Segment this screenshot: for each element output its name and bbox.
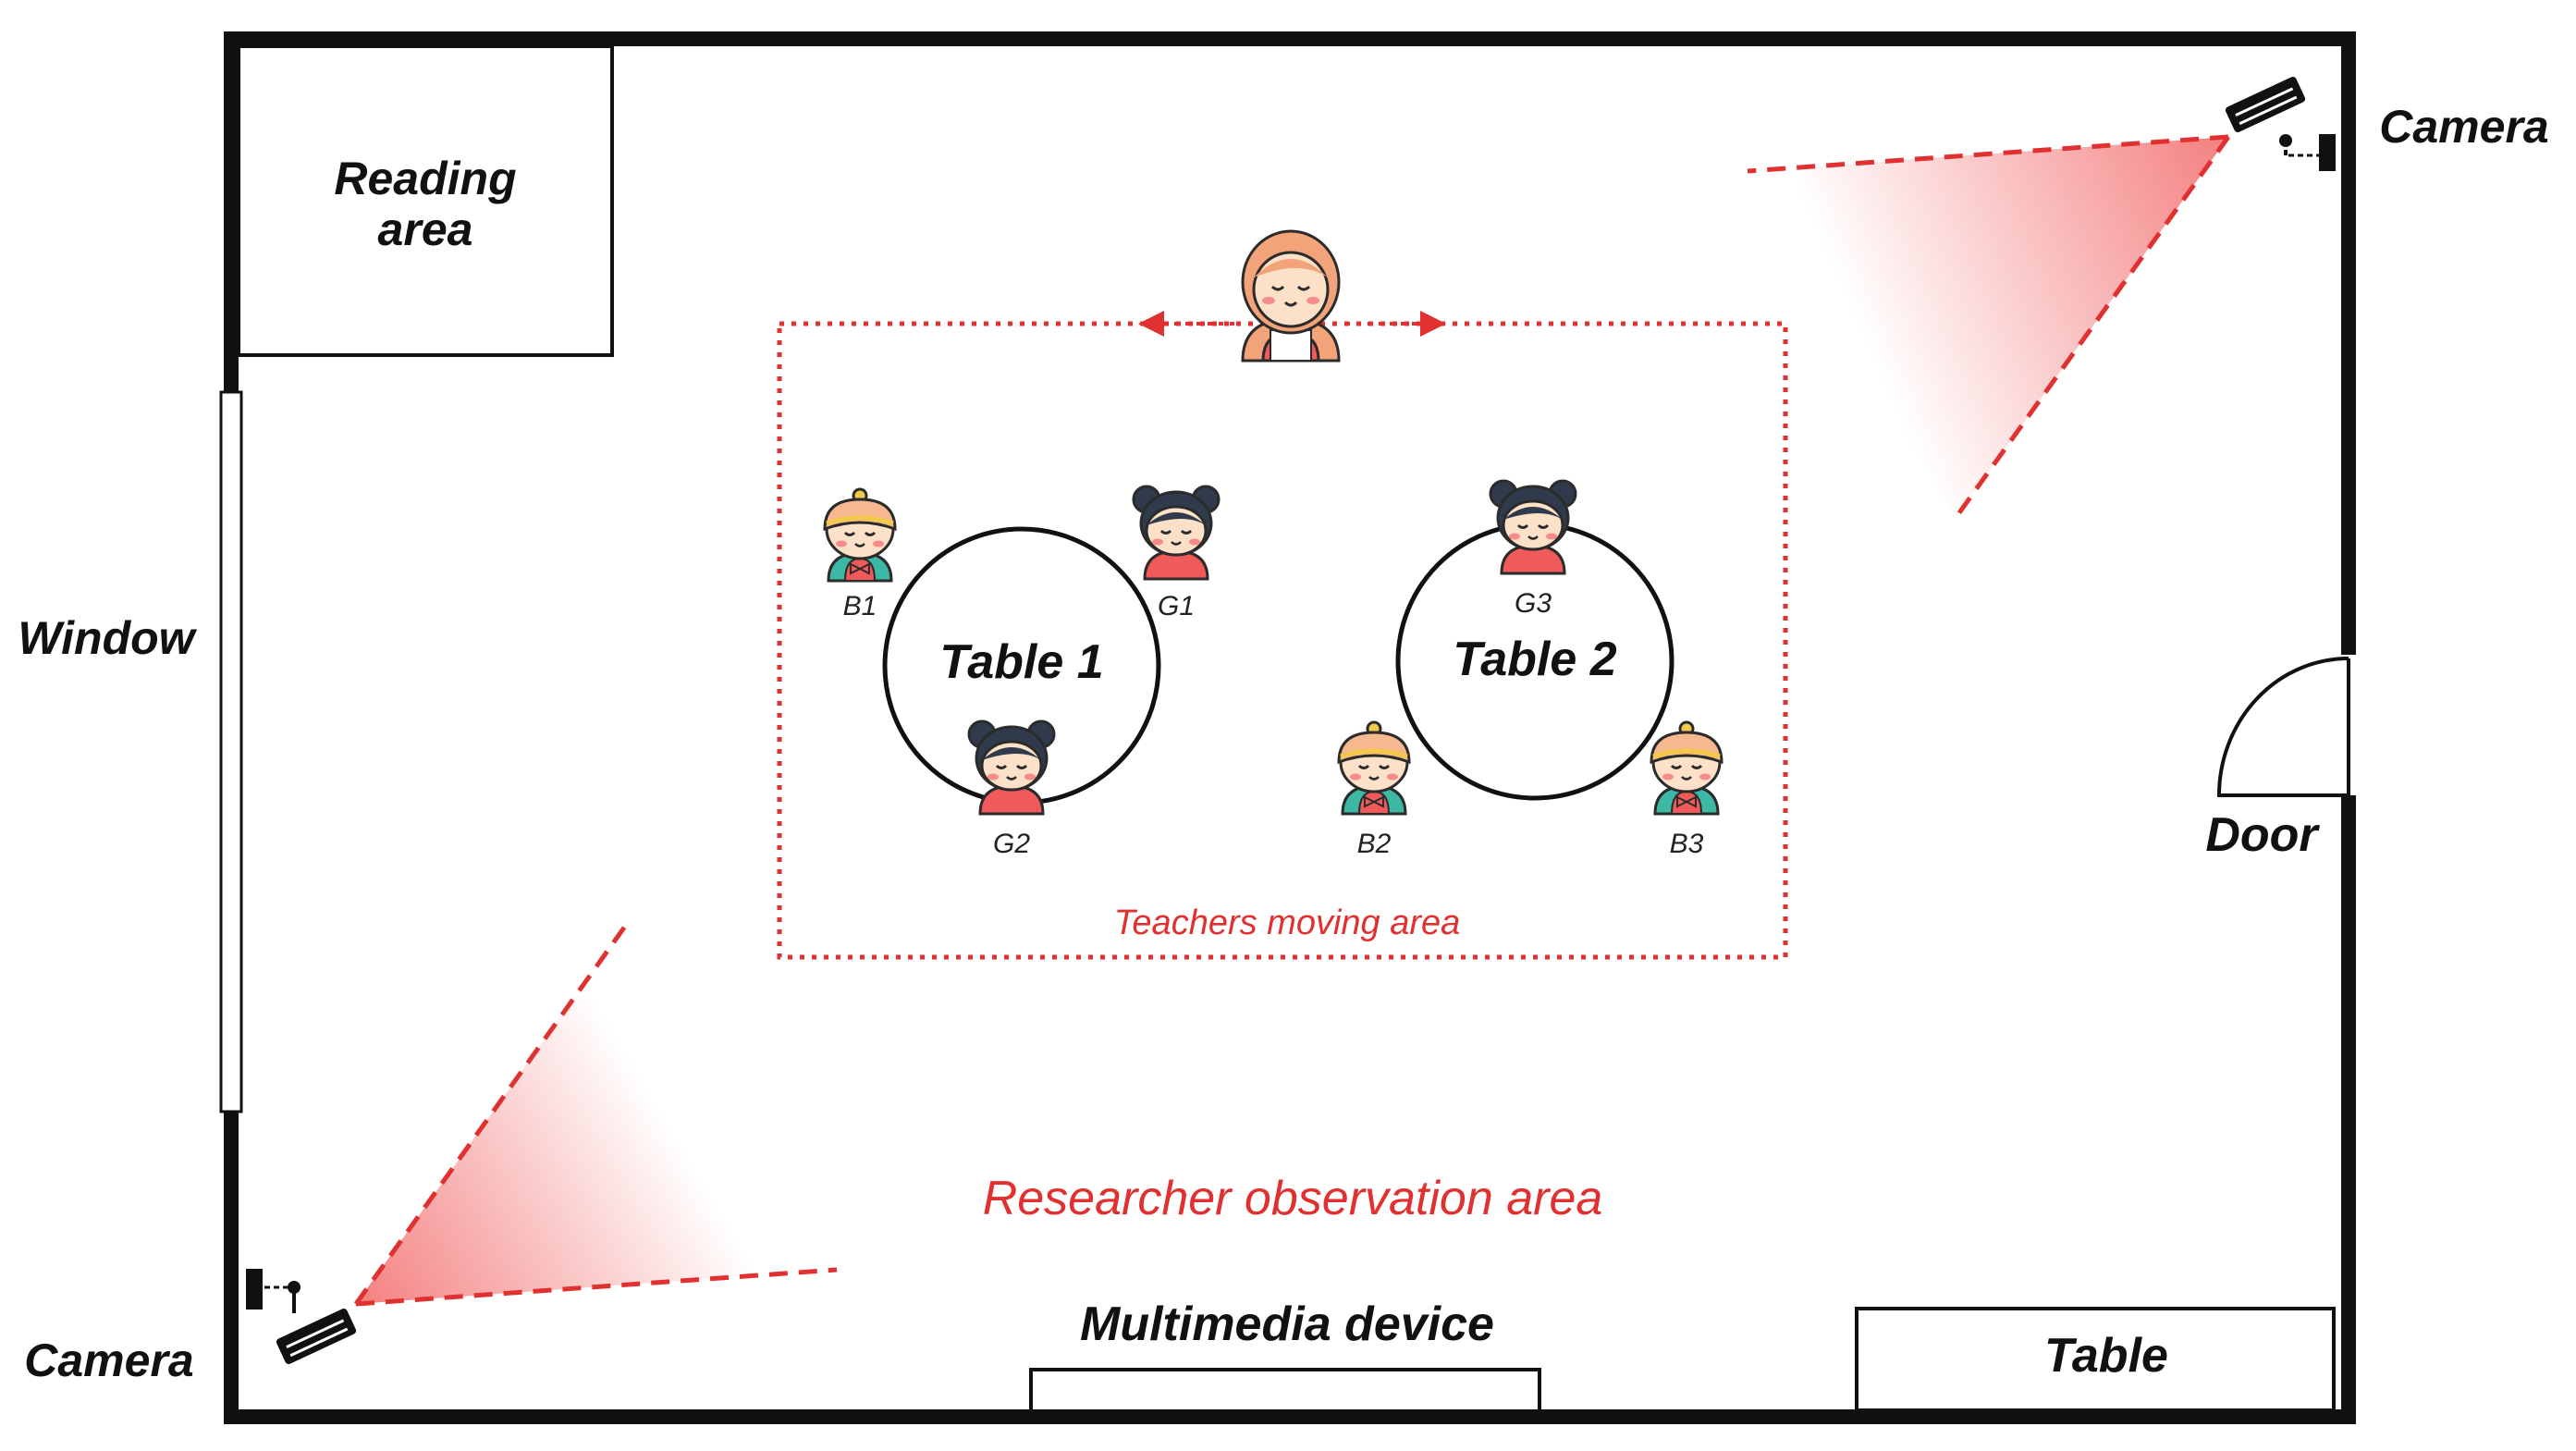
- side-table: [1855, 1307, 2336, 1412]
- door: [2216, 655, 2359, 797]
- camera-top-coverage: [1748, 137, 2228, 518]
- student-label-g1: G1: [1158, 591, 1195, 621]
- student-label-g2: G2: [993, 829, 1030, 859]
- teacher-area-label: Teachers moving area: [1114, 904, 1461, 942]
- student-label-b2: B2: [1357, 829, 1392, 859]
- researcher-area-label: Researcher observation area: [983, 1172, 1603, 1225]
- multimedia-label: Multimedia device: [1080, 1297, 1494, 1351]
- table-2-label: Table 2: [1453, 633, 1616, 686]
- side-table-label: Table: [2044, 1329, 2168, 1383]
- teacher-area-box: [777, 321, 1788, 960]
- student-avatar-b2: [1337, 720, 1411, 816]
- teacher-avatar: [1241, 229, 1341, 363]
- student-avatar-b1: [823, 487, 897, 583]
- window: [219, 390, 243, 1113]
- camera-top-icon: [2225, 76, 2336, 171]
- student-label-b3: B3: [1670, 829, 1704, 859]
- student-avatar-g1: [1132, 485, 1221, 581]
- student-avatar-b3: [1650, 720, 1723, 816]
- student-label-g3: G3: [1515, 588, 1552, 619]
- camera-bottom-coverage: [356, 921, 837, 1304]
- reading-area-label-line2: area: [378, 203, 473, 255]
- multimedia-device: [1029, 1368, 1541, 1413]
- reading-area-box: [237, 44, 614, 357]
- camera-bottom-label: Camera: [24, 1334, 193, 1386]
- student-avatar-g3: [1489, 479, 1577, 575]
- student-label-b1: B1: [843, 591, 877, 621]
- table-1-label: Table 1: [939, 635, 1103, 689]
- student-avatar-g2: [967, 719, 1056, 816]
- door-label: Door: [2205, 808, 2320, 862]
- reading-area-label-line1: Reading: [334, 153, 516, 204]
- camera-top-label: Camera: [2379, 101, 2548, 153]
- window-label: Window: [18, 612, 197, 664]
- camera-bottom-icon: [246, 1269, 357, 1365]
